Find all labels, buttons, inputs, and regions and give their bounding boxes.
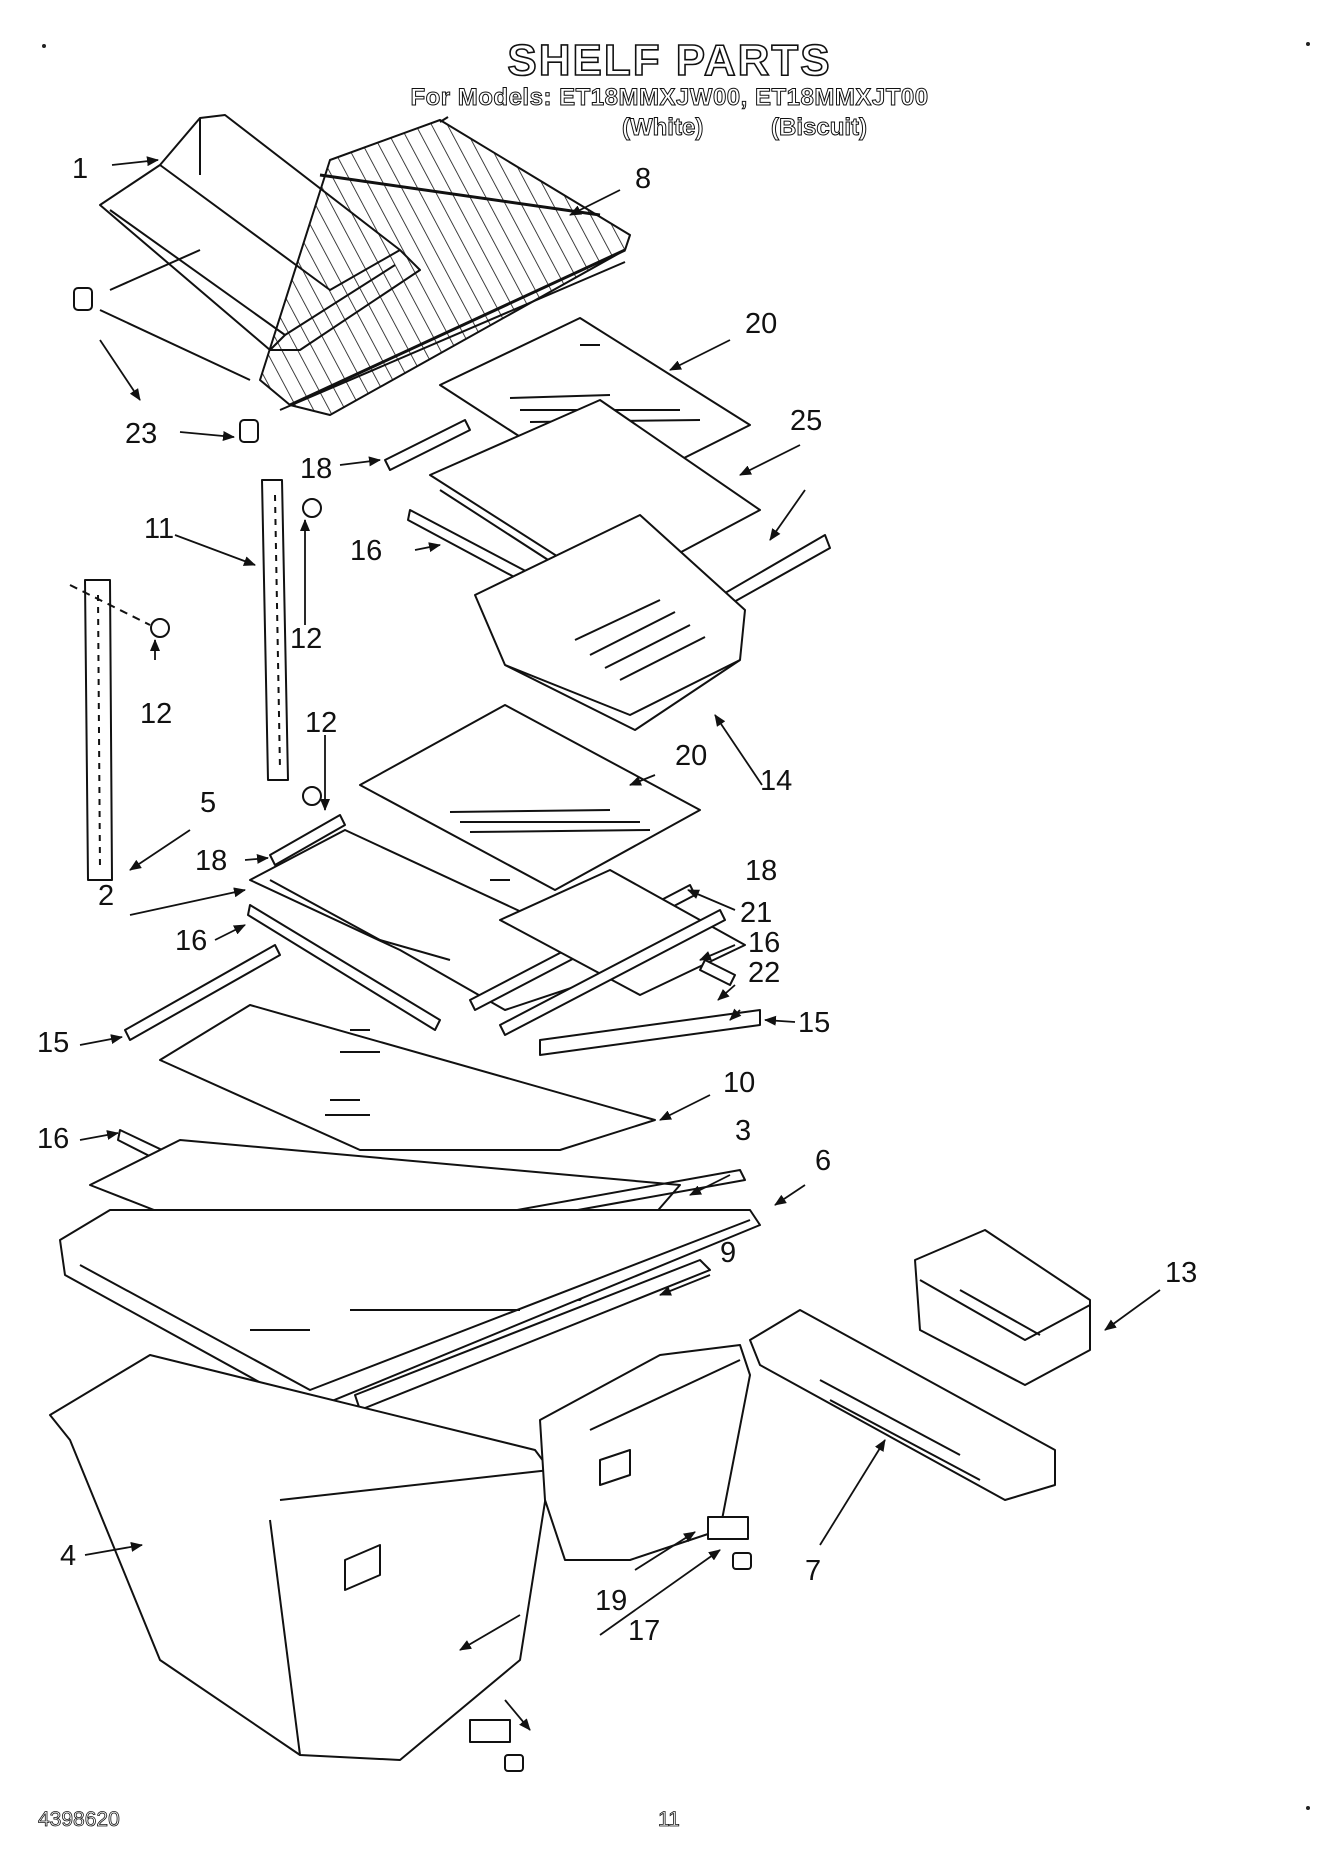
callout-16: 16 bbox=[37, 1123, 69, 1155]
leader-lines bbox=[79, 156, 1161, 1731]
part-15-rails bbox=[124, 944, 761, 1056]
part-20-glass-lower bbox=[359, 704, 701, 891]
callout-11: 11 bbox=[144, 513, 174, 545]
callout-13: 13 bbox=[1165, 1257, 1197, 1289]
part-7-control bbox=[749, 1309, 1056, 1501]
callout-18: 18 bbox=[195, 845, 227, 877]
callout-2: 2 bbox=[98, 880, 114, 912]
callout-9: 9 bbox=[720, 1237, 736, 1269]
callout-16: 16 bbox=[350, 535, 382, 567]
part-5-support bbox=[69, 579, 151, 881]
callout-15: 15 bbox=[37, 1027, 69, 1059]
page-number: 11 bbox=[658, 1808, 681, 1832]
callout-18: 18 bbox=[300, 453, 332, 485]
part-12-screws bbox=[150, 498, 322, 806]
part-19-slides bbox=[469, 1516, 749, 1743]
part-13-bin bbox=[914, 1229, 1091, 1386]
callout-labels: 1 8 20 23 25 18 11 16 12 12 12 14 20 5 1… bbox=[37, 153, 1197, 1647]
callout-5: 5 bbox=[200, 787, 216, 819]
callout-17: 17 bbox=[628, 1615, 660, 1647]
part-11-support bbox=[261, 479, 289, 781]
callout-25: 25 bbox=[790, 405, 822, 437]
callout-16: 16 bbox=[748, 927, 780, 959]
callout-22: 22 bbox=[748, 957, 780, 989]
corner-mark bbox=[1306, 42, 1310, 46]
callout-16: 16 bbox=[175, 925, 207, 957]
callout-12: 12 bbox=[305, 707, 337, 739]
callout-12: 12 bbox=[140, 698, 172, 730]
part-17-clips bbox=[504, 1552, 752, 1772]
part-4-crisper-left bbox=[49, 1354, 551, 1761]
page-title: SHELF PARTS bbox=[507, 35, 832, 86]
part-14-meat-drawer bbox=[474, 514, 746, 731]
callout-19: 19 bbox=[595, 1585, 627, 1617]
callout-6: 6 bbox=[815, 1145, 831, 1177]
part-9-rail bbox=[354, 1259, 711, 1411]
callout-3: 3 bbox=[735, 1115, 751, 1147]
variant-biscuit: (Biscuit) bbox=[771, 114, 868, 142]
callout-18: 18 bbox=[745, 855, 777, 887]
part-10-glass bbox=[159, 1004, 656, 1151]
callout-23: 23 bbox=[125, 418, 157, 450]
callout-20: 20 bbox=[745, 308, 777, 340]
callout-12: 12 bbox=[290, 623, 322, 655]
callout-1: 1 bbox=[72, 153, 88, 185]
callout-21: 21 bbox=[740, 897, 772, 929]
document-number: 4398620 bbox=[38, 1808, 121, 1832]
corner-mark bbox=[1306, 1806, 1310, 1810]
callout-8: 8 bbox=[635, 163, 651, 195]
variant-white: (White) bbox=[621, 114, 704, 142]
part-23-stops bbox=[73, 287, 259, 443]
callout-7: 7 bbox=[805, 1555, 821, 1587]
part-6-cover bbox=[59, 1209, 761, 1411]
part-8-wire-shelf bbox=[99, 116, 631, 416]
callout-20: 20 bbox=[675, 740, 707, 772]
callout-14: 14 bbox=[760, 765, 792, 797]
callout-15: 15 bbox=[798, 1007, 830, 1039]
part-16-rail-mid bbox=[247, 904, 736, 1031]
corner-mark bbox=[42, 44, 46, 48]
part-22-rail bbox=[499, 909, 726, 1036]
callout-4: 4 bbox=[60, 1540, 76, 1572]
callout-10: 10 bbox=[723, 1067, 755, 1099]
models-line: For Models: ET18MMXJW00, ET18MMXJT00 bbox=[410, 84, 929, 112]
